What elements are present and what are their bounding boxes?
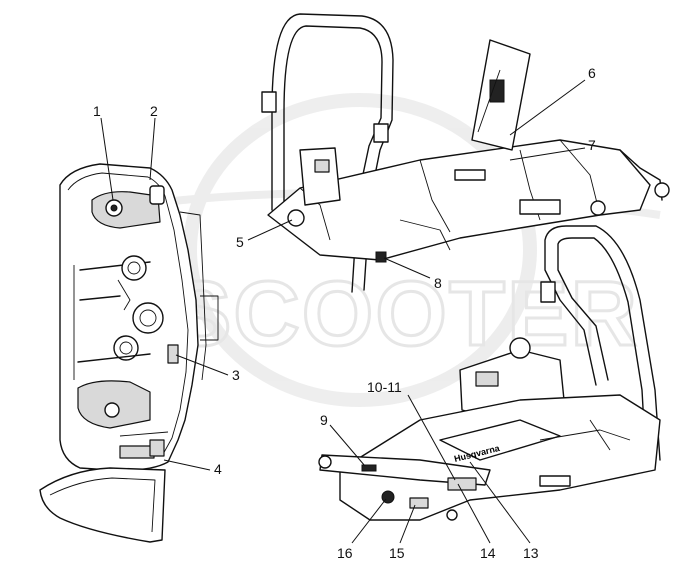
- callout-4: 4: [214, 461, 222, 477]
- callout-1: 1: [93, 103, 101, 119]
- callout-6: 6: [588, 65, 596, 81]
- callout-16: 16: [337, 545, 353, 561]
- callout-13: 13: [523, 545, 539, 561]
- callout-15: 15: [389, 545, 405, 561]
- watermark-text: SCOOTER: [170, 263, 639, 365]
- callout-3: 3: [232, 367, 240, 383]
- callout-8: 8: [434, 275, 442, 291]
- callout-10-11: 10-11: [367, 379, 402, 395]
- chassis-frame: [261, 13, 670, 293]
- leader-lines: [100, 79, 586, 544]
- callout-5: 5: [236, 234, 244, 250]
- callout-14: 14: [480, 545, 496, 561]
- callout-9: 9: [320, 412, 328, 428]
- mower-deck: [39, 163, 219, 543]
- callout-2: 2: [150, 103, 158, 119]
- callout-labels: 1 2 3 4 5 6 7 8 9 10-11 13 14 15 16: [93, 65, 596, 561]
- callout-7: 7: [588, 137, 596, 153]
